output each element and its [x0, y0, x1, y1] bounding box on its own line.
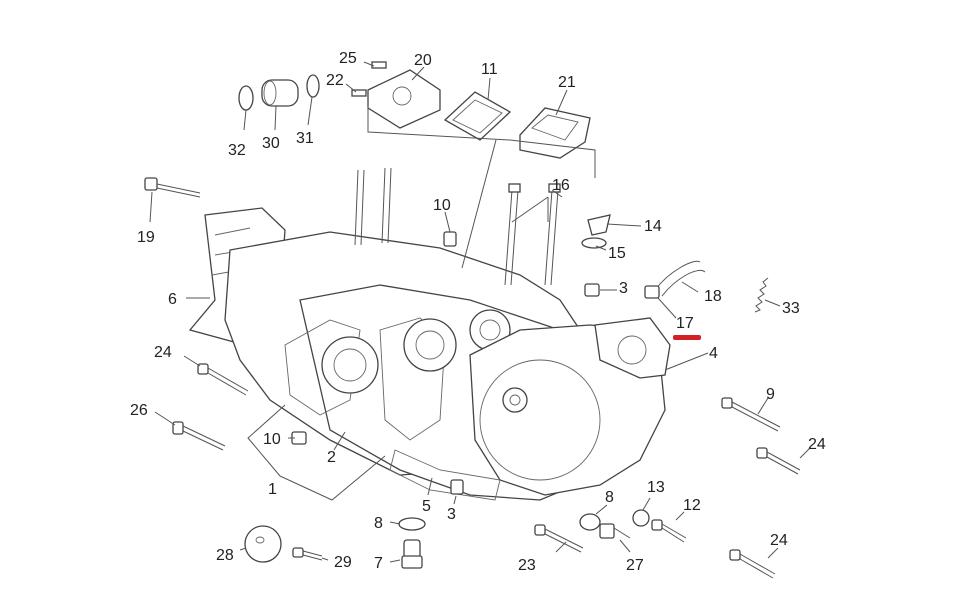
callout-16: 16 [552, 177, 570, 194]
callout-17: 17 [676, 315, 694, 332]
crankcase-assembly [188, 167, 671, 501]
callout-21: 21 [558, 74, 576, 91]
loose-parts [144, 177, 801, 579]
callout-12: 12 [683, 497, 701, 514]
callout-6: 6 [168, 291, 177, 308]
callout-13: 13 [647, 479, 665, 496]
highlight-marker [673, 335, 701, 340]
callout-25: 25 [339, 50, 357, 67]
leader-lines [149, 61, 811, 563]
callout-31: 31 [296, 130, 314, 147]
callout-4: 4 [709, 345, 718, 362]
callout-8-right: 8 [605, 489, 614, 506]
callout-32: 32 [228, 142, 246, 159]
callout-33: 33 [782, 300, 800, 317]
callout-7: 7 [374, 555, 383, 572]
callout-24-right: 24 [808, 436, 826, 453]
callout-5: 5 [422, 498, 431, 515]
callout-9: 9 [766, 386, 775, 403]
callout-3-top: 3 [619, 280, 628, 297]
callout-19: 19 [137, 229, 155, 246]
callout-labels: 25 20 11 21 22 32 30 31 19 10 16 14 15 6… [130, 50, 826, 574]
callout-23: 23 [518, 557, 536, 574]
callout-10-lower: 10 [263, 431, 281, 448]
intake-parts [238, 61, 596, 269]
callout-24-bottom: 24 [770, 532, 788, 549]
callout-2: 2 [327, 449, 336, 466]
callout-3-lower: 3 [447, 506, 456, 523]
callout-1: 1 [268, 481, 277, 498]
callout-18: 18 [704, 288, 722, 305]
callout-8-left: 8 [374, 515, 383, 532]
callout-20: 20 [414, 52, 432, 69]
callout-10-top: 10 [433, 197, 451, 214]
callout-29: 29 [334, 554, 352, 571]
callout-15: 15 [608, 245, 626, 262]
callout-14: 14 [644, 218, 662, 235]
callout-28: 28 [216, 547, 234, 564]
callout-26: 26 [130, 402, 148, 419]
callout-30: 30 [262, 135, 280, 152]
callout-11: 11 [481, 61, 498, 78]
callout-22: 22 [326, 72, 344, 89]
callout-24-left: 24 [154, 344, 172, 361]
callout-27: 27 [626, 557, 644, 574]
